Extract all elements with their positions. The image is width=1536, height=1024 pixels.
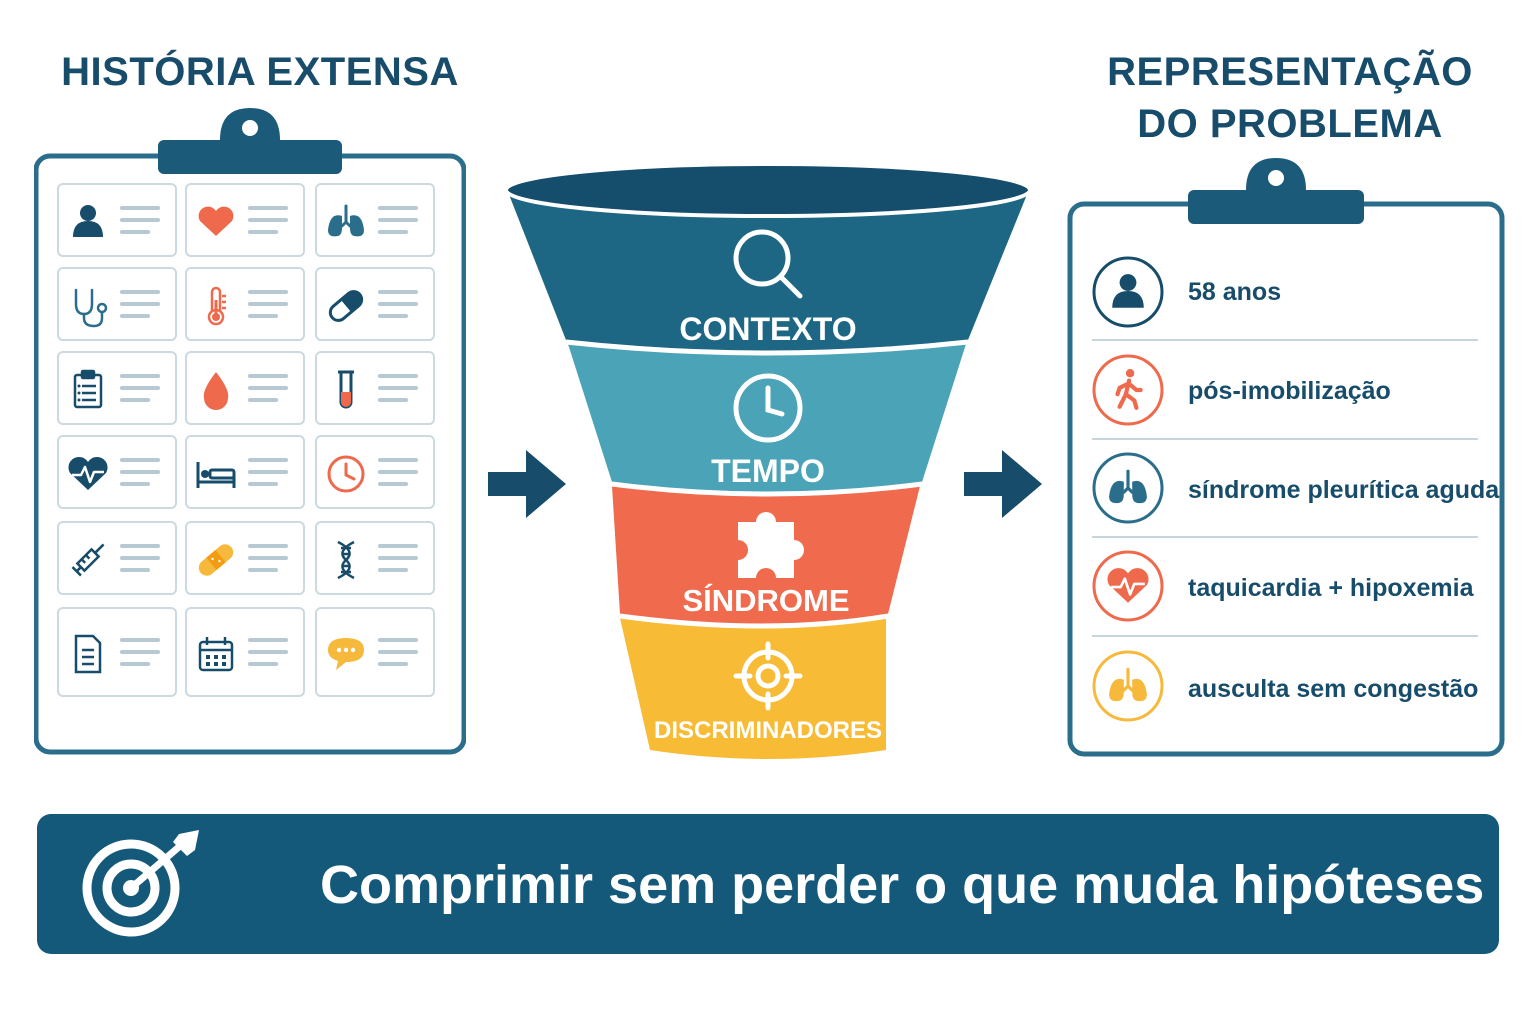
funnel-stage-discriminadores [620,618,886,759]
dna-icon [337,540,355,580]
calendar-icon [198,637,234,672]
funnel-stage-contexto [508,192,1028,351]
history-cell [315,607,435,697]
thermometer-icon [207,286,226,326]
left-panel-title: HISTÓRIA EXTENSA [61,50,459,94]
arrow-right-icon [964,450,1042,518]
left-clipboard [34,108,466,755]
right-panel-title-line2: DO PROBLEMA [1137,102,1443,146]
history-cell [57,267,177,341]
history-cell [185,351,305,425]
target-arrow-icon [82,830,199,937]
bandage-icon [198,544,234,576]
history-cell [315,351,435,425]
problem-item-tachycardia-hypoxemia: taquicardia + hipoxemia [1188,574,1474,602]
history-grid [57,183,435,697]
problem-item-age: 58 anos [1188,278,1282,306]
funnel-label-sindrome: SÍNDROME [682,583,849,618]
user-icon [73,205,103,237]
problem-item-auscultation: ausculta sem congestão [1188,675,1479,703]
history-cell [315,267,435,341]
history-cell [185,521,305,595]
target-icon [733,641,803,711]
right-panel-title-line1: REPRESENTAÇÃO [1107,50,1473,94]
clock-icon [733,373,803,443]
test-tube-icon [338,370,354,409]
lungs-icon [328,204,364,237]
problem-item-immobilization: pós-imobilização [1188,377,1391,405]
history-cell [315,183,435,257]
lungs-icon [1092,452,1164,524]
chat-bubble-icon [328,638,364,670]
history-cell [57,435,177,509]
heartbeat-icon [1092,550,1164,622]
bottom-banner: Comprimir sem perder o que muda hipótese… [37,814,1499,954]
user-icon [1092,256,1164,328]
syringe-icon [71,543,105,577]
funnel-label-contexto: CONTEXTO [679,311,856,347]
history-cell [185,267,305,341]
funnel-stage-tempo [568,344,966,492]
history-cell [57,521,177,595]
arrow-right-icon [488,450,566,518]
lungs-icon [1092,650,1164,722]
right-clipboard [1067,158,1505,757]
funnel-label-tempo: TEMPO [711,453,825,489]
heartbeat-icon [68,456,108,490]
history-cell [185,607,305,697]
walking-person-icon [1092,354,1164,426]
blood-drop-icon [203,372,229,410]
history-cell [57,351,177,425]
history-cell [57,183,177,257]
document-icon [74,634,102,674]
clock-icon [327,455,365,493]
history-cell [185,183,305,257]
pill-icon [328,290,364,322]
heart-icon [198,206,234,236]
bed-icon [196,462,236,488]
problem-item-pleuritic-syndrome: síndrome pleurítica aguda [1188,476,1500,504]
history-cell [185,435,305,509]
clipboard-icon [73,369,103,409]
magnifier-icon [733,229,803,299]
stethoscope-icon [74,288,108,328]
history-cell [315,521,435,595]
history-cell [315,435,435,509]
puzzle-icon [738,512,804,578]
history-cell [57,607,177,697]
banner-text: Comprimir sem perder o que muda hipótese… [320,855,1485,915]
funnel: CONTEXTO TEMPO SÍNDROME DISCRIMINADORES [504,162,1032,759]
funnel-label-discriminadores: DISCRIMINADORES [654,717,882,744]
